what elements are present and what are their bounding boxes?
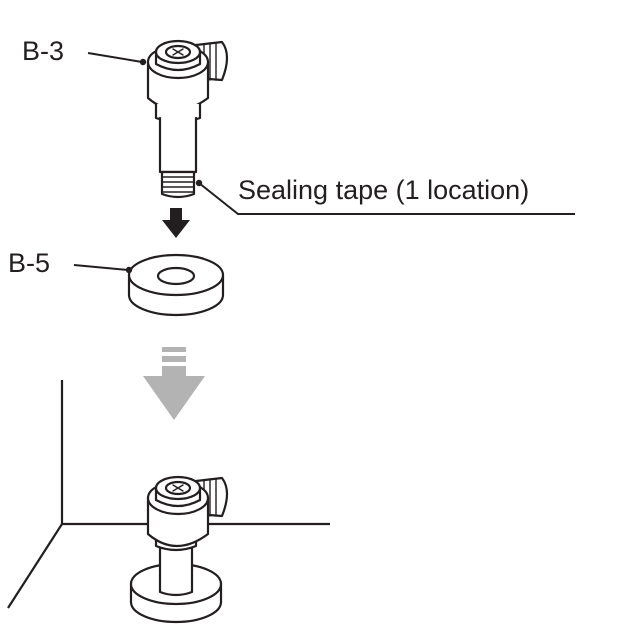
leader-line-sealing-tape	[198, 182, 575, 215]
down-arrow-icon	[162, 208, 190, 238]
leader-dot-b3	[139, 58, 147, 66]
valve-b3	[146, 39, 229, 199]
leader-line-b3	[87, 52, 143, 63]
label-b3: B-3	[22, 36, 64, 66]
leader-line-b5	[73, 264, 129, 271]
callout-b3: B-3	[22, 36, 147, 66]
washer-b5	[127, 253, 225, 317]
callout-b5: B-5	[8, 248, 133, 278]
label-sealing-tape: Sealing tape (1 location)	[238, 175, 529, 205]
label-b5: B-5	[8, 248, 50, 278]
callout-sealing-tape: Sealing tape (1 location)	[195, 175, 575, 215]
hollow-down-arrow-icon	[143, 347, 205, 420]
leader-dot-b5	[125, 266, 133, 274]
assembled-valve	[129, 475, 229, 624]
